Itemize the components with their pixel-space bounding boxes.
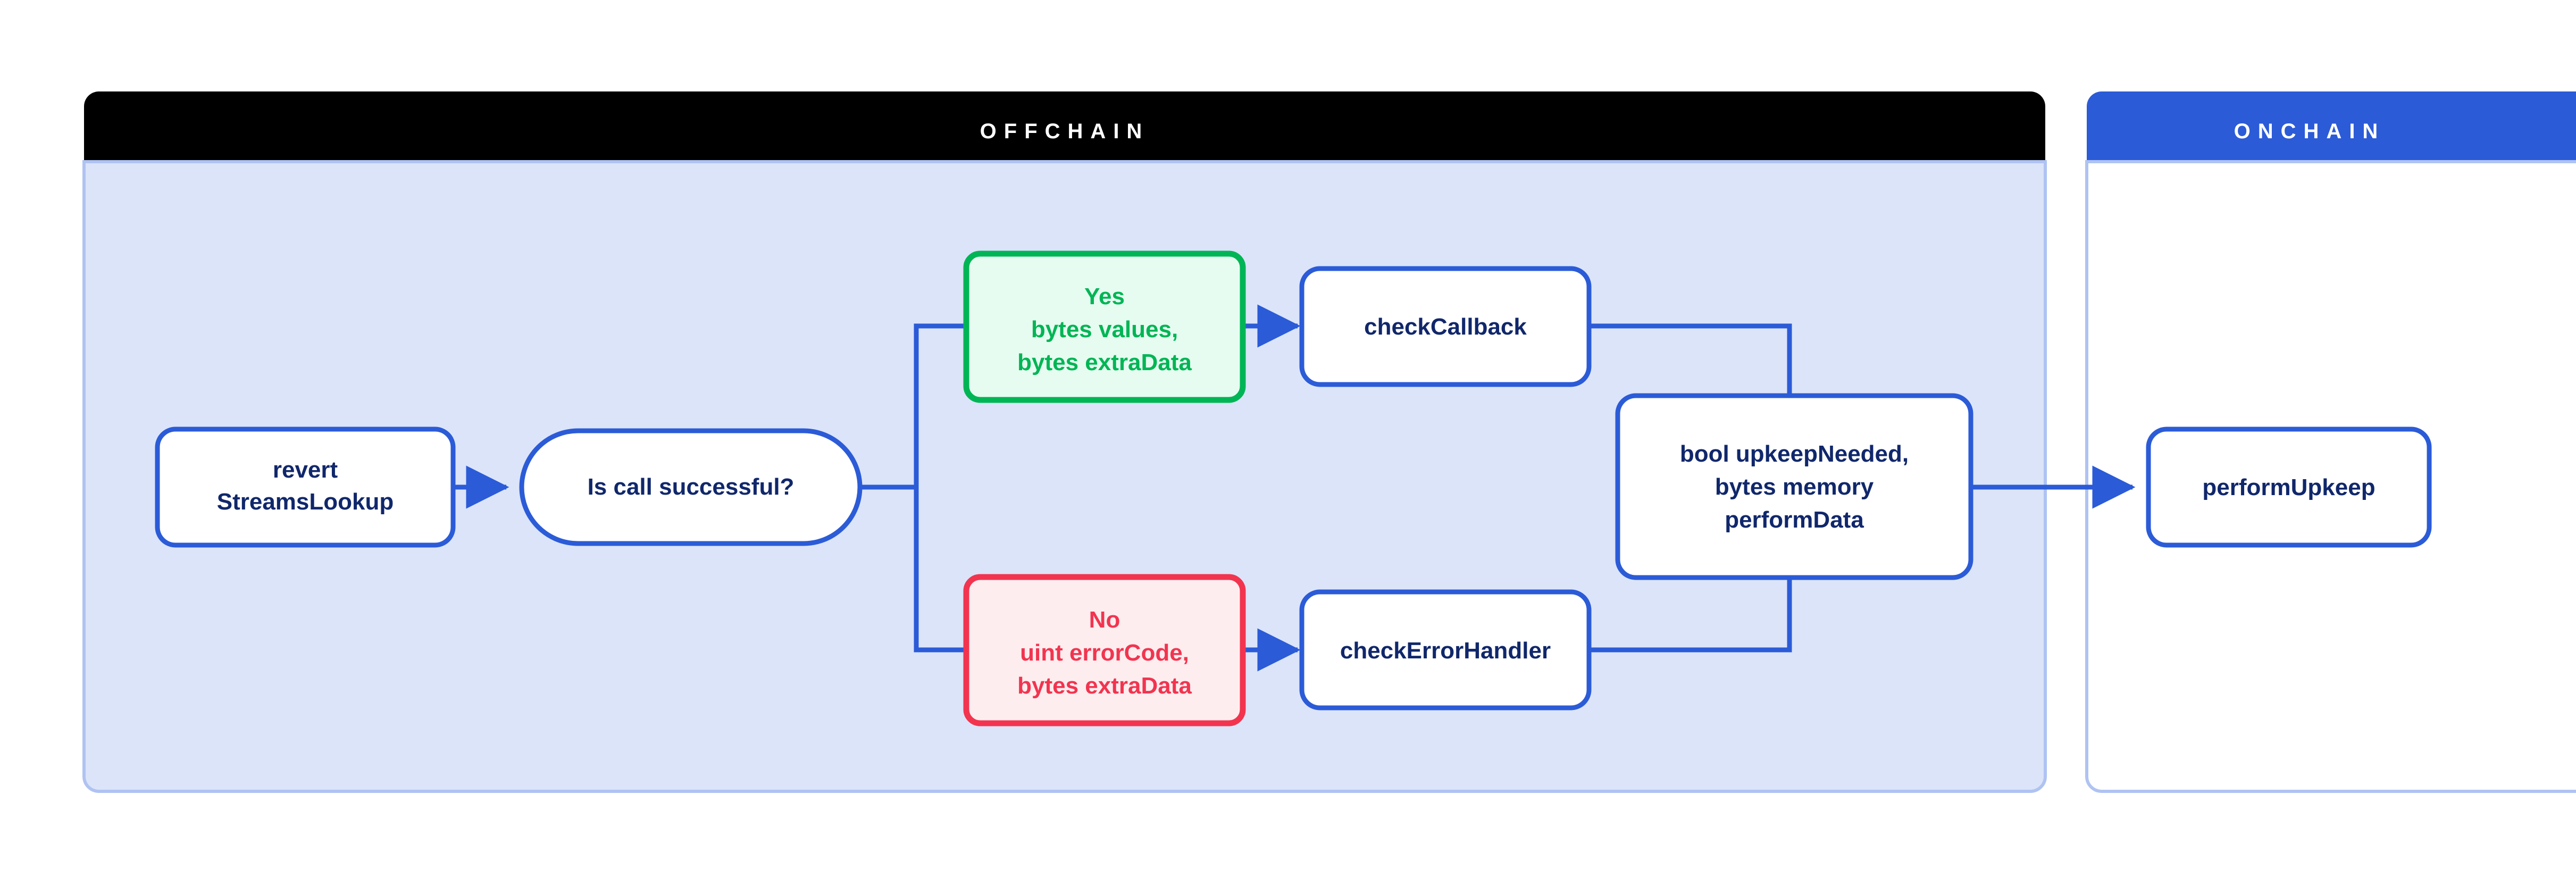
- node-revert-streamslookup-line-2: StreamsLookup: [217, 489, 394, 515]
- node-check-callback-shape[interactable]: [1299, 266, 1592, 387]
- panel-onchain-title: ONCHAIN: [2234, 120, 2386, 143]
- node-perform-upkeep[interactable]: performUpkeep: [2146, 427, 2432, 548]
- node-branch-yes-line-1: Yes: [1084, 283, 1125, 310]
- node-branch-no-line-2: uint errorCode,: [1020, 640, 1189, 666]
- node-branch-yes-line-3: bytes extraData: [1017, 349, 1192, 375]
- node-branch-yes[interactable]: Yes bytes values, bytes extraData: [963, 250, 1246, 403]
- panel-offchain-title: OFFCHAIN: [980, 120, 1150, 143]
- panel-offchain-header-bg: [84, 91, 2045, 162]
- node-upkeep-needed[interactable]: bool upkeepNeeded, bytes memory performD…: [1615, 393, 1973, 580]
- panel-onchain-header-bg: [2087, 91, 2576, 162]
- node-check-error-handler-label: checkErrorHandler: [1340, 638, 1551, 664]
- node-upkeep-needed-shape[interactable]: [1615, 393, 1973, 580]
- node-upkeep-needed-line-3: performData: [1725, 507, 1864, 533]
- connector-layer: [455, 304, 2136, 672]
- node-branch-no[interactable]: No uint errorCode, bytes extraData: [963, 574, 1246, 726]
- node-branch-yes-shape[interactable]: [963, 250, 1246, 403]
- node-perform-upkeep-shape[interactable]: [2146, 427, 2432, 548]
- edge-checkerrorhandler-to-upkeep: [1589, 578, 1792, 653]
- node-upkeep-needed-line-1: bool upkeepNeeded,: [1680, 441, 1909, 467]
- node-revert-streamslookup-shape[interactable]: [155, 427, 456, 548]
- node-revert-streamslookup[interactable]: revert StreamsLookup: [155, 427, 456, 548]
- node-perform-upkeep-label: performUpkeep: [2202, 474, 2375, 500]
- node-branch-yes-line-2: bytes values,: [1031, 316, 1178, 342]
- node-check-callback-label: checkCallback: [1364, 314, 1527, 340]
- node-branch-no-line-3: bytes extraData: [1017, 673, 1192, 699]
- node-is-call-successful-label: Is call successful?: [588, 474, 794, 500]
- edge-decision-to-no: [914, 487, 969, 653]
- node-is-call-successful-shape[interactable]: [519, 428, 863, 546]
- node-check-callback[interactable]: checkCallback: [1299, 266, 1592, 387]
- node-check-error-handler-shape[interactable]: [1299, 589, 1592, 711]
- node-upkeep-needed-line-2: bytes memory: [1715, 474, 1874, 500]
- edge-checkcallback-to-upkeep: [1589, 323, 1792, 396]
- edge-decision-to-yes: [860, 323, 969, 490]
- node-branch-no-shape[interactable]: [963, 574, 1246, 726]
- node-is-call-successful[interactable]: Is call successful?: [519, 428, 863, 546]
- node-check-error-handler[interactable]: checkErrorHandler: [1299, 589, 1592, 711]
- node-branch-no-line-1: No: [1089, 607, 1120, 633]
- node-revert-streamslookup-line-1: revert: [273, 457, 338, 483]
